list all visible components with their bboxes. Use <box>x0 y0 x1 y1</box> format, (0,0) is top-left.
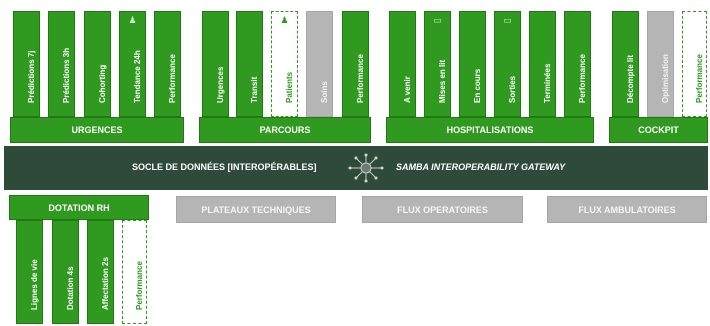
tile-label: Performance <box>134 261 144 310</box>
tile-label: Décompte lit <box>625 54 635 103</box>
tile-urgences-predictions-7j[interactable]: Prédictions 7j <box>13 11 40 117</box>
tile-label: Urgences <box>215 66 225 103</box>
tile-label: Transit <box>249 76 259 103</box>
tile-label: A venir <box>402 76 412 103</box>
section-parcours-label: PARCOURS <box>199 117 371 143</box>
tile-dotation-lignes-de-vie[interactable]: Lignes de vie <box>16 220 43 324</box>
tile-hospit-sorties[interactable]: ▭ Sorties <box>494 11 521 117</box>
tile-parcours-performance[interactable]: Performance <box>342 11 369 117</box>
section-label: PARCOURS <box>259 125 311 135</box>
tile-label: Prédictions 7j <box>26 50 36 103</box>
section-label: URGENCES <box>71 125 123 135</box>
tile-label: Performance <box>577 54 587 103</box>
flux-ambulatoires-bar[interactable]: FLUX AMBULATOIRES <box>547 196 707 223</box>
person-icon: ♟ <box>280 15 289 25</box>
tile-hospit-en-cours[interactable]: En cours <box>459 11 486 117</box>
network-hub-icon <box>348 153 384 183</box>
tile-dotation-4s[interactable]: Dotation 4s <box>52 220 79 324</box>
bar-label: PLATEAUX TECHNIQUES <box>201 204 311 215</box>
bed-icon: ▭ <box>433 15 442 25</box>
tile-cockpit-decompte-lit[interactable]: Décompte lit <box>612 11 639 117</box>
tile-dotation-performance[interactable]: Performance <box>122 220 147 324</box>
tile-urgences-predictions-3h[interactable]: Prédictions 3h <box>48 11 75 117</box>
tile-parcours-patients[interactable]: ♟ Patients <box>271 11 298 117</box>
tile-label: Prédictions 3h <box>61 47 71 103</box>
section-label: HOSPITALISATIONS <box>446 125 534 135</box>
tile-cockpit-optimisation[interactable]: Optimisation <box>647 11 674 117</box>
tile-hospit-terminees[interactable]: Terminées <box>529 11 556 117</box>
bar-label: FLUX AMBULATOIRES <box>578 204 676 215</box>
person-icon: ♟ <box>128 15 137 25</box>
tile-cockpit-performance[interactable]: Performance <box>682 11 707 117</box>
tile-label: Patients <box>284 71 294 103</box>
tile-hospit-mises-en-lit[interactable]: ▭ Mises en lit <box>424 11 451 117</box>
tile-label: Mises en lit <box>437 59 447 103</box>
tile-urgences-tendance-24h[interactable]: ♟ Tendance 24h <box>119 11 146 117</box>
tile-label: Performance <box>167 54 177 103</box>
flux-operatoires-bar[interactable]: FLUX OPERATOIRES <box>362 196 523 223</box>
tile-label: Performance <box>355 54 365 103</box>
tile-label: Terminées <box>542 63 552 103</box>
section-label: COCKPIT <box>638 125 679 135</box>
tile-label: Performance <box>694 54 704 103</box>
tile-label: En cours <box>472 68 482 103</box>
socle-band: SOCLE DE DONNÉES [INTEROPÉRABLES] SAMBA … <box>4 146 708 190</box>
gateway-label: SAMBA INTEROPERABILITY GATEWAY <box>396 162 566 172</box>
tile-label: Lignes de vie <box>29 259 39 310</box>
socle-label: SOCLE DE DONNÉES [INTEROPÉRABLES] <box>132 162 317 172</box>
tile-urgences-performance[interactable]: Performance <box>154 11 181 117</box>
bar-label: FLUX OPERATOIRES <box>397 204 488 215</box>
tile-label: Sorties <box>507 75 517 103</box>
tile-parcours-soins[interactable]: Soins <box>306 11 333 117</box>
tile-dotation-affectation-2s[interactable]: Affectation 2s <box>87 220 114 324</box>
plateaux-techniques-bar[interactable]: PLATEAUX TECHNIQUES <box>176 196 336 223</box>
exit-icon: ▭ <box>503 15 512 25</box>
tile-hospit-a-venir[interactable]: A venir <box>389 11 416 117</box>
tile-label: Cohorting <box>97 64 107 103</box>
tile-label: Affectation 2s <box>100 257 110 310</box>
section-label: DOTATION RH <box>48 202 110 213</box>
tile-parcours-transit[interactable]: Transit <box>236 11 263 117</box>
section-dotation-label: DOTATION RH <box>9 195 149 220</box>
tile-urgences-cohorting[interactable]: Cohorting <box>84 11 111 117</box>
tile-label: Tendance 24h <box>132 50 142 103</box>
tile-label: Optimisation <box>660 54 670 103</box>
tile-label: Dotation 4s <box>65 266 75 310</box>
tile-hospit-performance[interactable]: Performance <box>564 11 591 117</box>
section-cockpit-label: COCKPIT <box>609 117 708 143</box>
tile-parcours-urgences[interactable]: Urgences <box>202 11 229 117</box>
section-hospitalisations-label: HOSPITALISATIONS <box>386 117 594 143</box>
tile-label: Soins <box>319 81 329 103</box>
section-urgences-label: URGENCES <box>10 117 184 143</box>
